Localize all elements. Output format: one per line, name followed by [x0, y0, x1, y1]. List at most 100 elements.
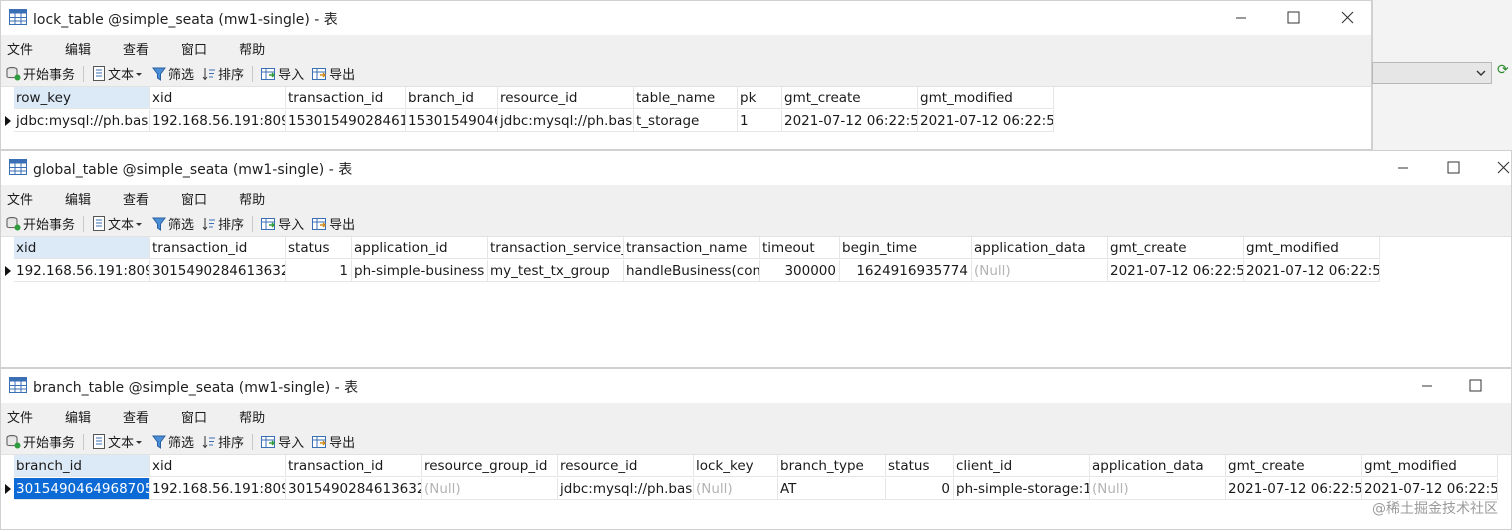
- table-cell[interactable]: 192.168.56.191:8091: [14, 260, 150, 282]
- filter-button[interactable]: 筛选: [152, 214, 194, 233]
- table-cell[interactable]: (Null): [972, 260, 1108, 282]
- import-button[interactable]: 导入: [261, 64, 304, 83]
- table-cell[interactable]: 1: [286, 260, 352, 282]
- table-cell[interactable]: 1624916935774: [840, 260, 972, 282]
- menu-edit[interactable]: 编辑: [65, 410, 92, 426]
- table-cell[interactable]: ph-simple-business: [352, 260, 488, 282]
- column-header[interactable]: xid: [14, 237, 150, 259]
- table-cell[interactable]: 2021-07-12 06:22:54: [1226, 478, 1362, 500]
- close-button[interactable]: [1491, 157, 1512, 179]
- export-button[interactable]: 导出: [312, 432, 355, 451]
- table-cell[interactable]: jdbc:mysql://ph.base: [558, 478, 694, 500]
- minimize-button[interactable]: [1415, 375, 1439, 397]
- selected-table-cell[interactable]: 3015490464968705: [14, 478, 150, 500]
- column-header[interactable]: gmt_create: [782, 87, 918, 109]
- maximize-button[interactable]: [1441, 157, 1465, 179]
- menu-file[interactable]: 文件: [7, 410, 34, 426]
- column-header[interactable]: table_name: [634, 87, 738, 109]
- maximize-button[interactable]: [1281, 7, 1305, 29]
- table-cell[interactable]: 0: [886, 478, 954, 500]
- begin-transaction-button[interactable]: 开始事务: [6, 432, 75, 451]
- table-cell[interactable]: 300000: [760, 260, 840, 282]
- column-header[interactable]: transaction_service_: [488, 237, 624, 259]
- table-cell[interactable]: 192.168.56.191:8091: [150, 110, 286, 132]
- table-cell[interactable]: 2021-07-12 06:22:54: [1362, 478, 1498, 500]
- table-cell[interactable]: 2021-07-12 06:22:54: [918, 110, 1054, 132]
- minimize-button[interactable]: [1229, 7, 1253, 29]
- table-cell[interactable]: (Null): [694, 478, 778, 500]
- menu-edit[interactable]: 编辑: [65, 192, 92, 208]
- table-cell[interactable]: handleBusiness(com: [624, 260, 760, 282]
- background-dropdown[interactable]: [1372, 62, 1492, 84]
- filter-button[interactable]: 筛选: [152, 64, 194, 83]
- table-cell[interactable]: 2021-07-12 06:22:54: [1244, 260, 1380, 282]
- import-button[interactable]: 导入: [261, 432, 304, 451]
- column-header[interactable]: application_data: [972, 237, 1108, 259]
- menu-view[interactable]: 查看: [123, 192, 150, 208]
- import-button[interactable]: 导入: [261, 214, 304, 233]
- column-header[interactable]: xid: [150, 455, 286, 477]
- table-row[interactable]: 3015490464968705 192.168.56.191:8091 301…: [1, 478, 1498, 500]
- column-header[interactable]: branch_type: [778, 455, 886, 477]
- table-cell[interactable]: jdbc:mysql://ph.base: [498, 110, 634, 132]
- table-cell[interactable]: (Null): [422, 478, 558, 500]
- column-header[interactable]: status: [286, 237, 352, 259]
- column-header[interactable]: client_id: [954, 455, 1090, 477]
- sort-button[interactable]: 排序: [202, 432, 244, 451]
- table-cell[interactable]: 3015490284613632: [150, 260, 286, 282]
- menu-window[interactable]: 窗口: [181, 42, 208, 58]
- column-header[interactable]: status: [886, 455, 954, 477]
- column-header[interactable]: timeout: [760, 237, 840, 259]
- menu-file[interactable]: 文件: [7, 192, 34, 208]
- column-header[interactable]: xid: [150, 87, 286, 109]
- text-button[interactable]: 文本: [92, 64, 146, 83]
- table-cell[interactable]: 3015490284613632: [286, 478, 422, 500]
- column-header[interactable]: resource_id: [558, 455, 694, 477]
- column-header[interactable]: resource_id: [498, 87, 634, 109]
- table-row[interactable]: jdbc:mysql://ph.base 192.168.56.191:8091…: [1, 110, 1054, 132]
- column-header[interactable]: branch_id: [406, 87, 498, 109]
- sort-button[interactable]: 排序: [202, 64, 244, 83]
- menu-help[interactable]: 帮助: [239, 192, 266, 208]
- column-header[interactable]: branch_id: [14, 455, 150, 477]
- column-header[interactable]: begin_time: [840, 237, 972, 259]
- column-header[interactable]: application_id: [352, 237, 488, 259]
- menu-window[interactable]: 窗口: [181, 192, 208, 208]
- menu-edit[interactable]: 编辑: [65, 42, 92, 58]
- table-cell[interactable]: 2021-07-12 06:22:54: [782, 110, 918, 132]
- table-cell[interactable]: 15301549046: [406, 110, 498, 132]
- table-row[interactable]: 192.168.56.191:8091 3015490284613632 1 p…: [1, 260, 1380, 282]
- column-header[interactable]: transaction_name: [624, 237, 760, 259]
- menu-help[interactable]: 帮助: [239, 42, 266, 58]
- text-button[interactable]: 文本: [92, 432, 146, 451]
- menu-view[interactable]: 查看: [123, 42, 150, 58]
- column-header[interactable]: gmt_modified: [1362, 455, 1498, 477]
- table-cell[interactable]: 15301549028461: [286, 110, 406, 132]
- column-header[interactable]: application_data: [1090, 455, 1226, 477]
- table-cell[interactable]: (Null): [1090, 478, 1226, 500]
- begin-transaction-button[interactable]: 开始事务: [6, 214, 75, 233]
- table-cell[interactable]: my_test_tx_group: [488, 260, 624, 282]
- filter-button[interactable]: 筛选: [152, 432, 194, 451]
- column-header[interactable]: gmt_modified: [1244, 237, 1380, 259]
- refresh-icon[interactable]: ⟳: [1497, 62, 1509, 78]
- column-header[interactable]: transaction_id: [286, 87, 406, 109]
- export-button[interactable]: 导出: [312, 64, 355, 83]
- menu-view[interactable]: 查看: [123, 410, 150, 426]
- table-cell[interactable]: ph-simple-storage:1: [954, 478, 1090, 500]
- column-header[interactable]: gmt_create: [1226, 455, 1362, 477]
- column-header[interactable]: gmt_create: [1108, 237, 1244, 259]
- text-button[interactable]: 文本: [92, 214, 146, 233]
- table-cell[interactable]: t_storage: [634, 110, 738, 132]
- begin-transaction-button[interactable]: 开始事务: [6, 64, 75, 83]
- minimize-button[interactable]: [1391, 157, 1415, 179]
- menu-help[interactable]: 帮助: [239, 410, 266, 426]
- column-header[interactable]: lock_key: [694, 455, 778, 477]
- table-cell[interactable]: 2021-07-12 06:22:54: [1108, 260, 1244, 282]
- menu-file[interactable]: 文件: [7, 42, 34, 58]
- maximize-button[interactable]: [1463, 375, 1487, 397]
- column-header[interactable]: gmt_modified: [918, 87, 1054, 109]
- column-header[interactable]: transaction_id: [286, 455, 422, 477]
- export-button[interactable]: 导出: [312, 214, 355, 233]
- column-header[interactable]: resource_group_id: [422, 455, 558, 477]
